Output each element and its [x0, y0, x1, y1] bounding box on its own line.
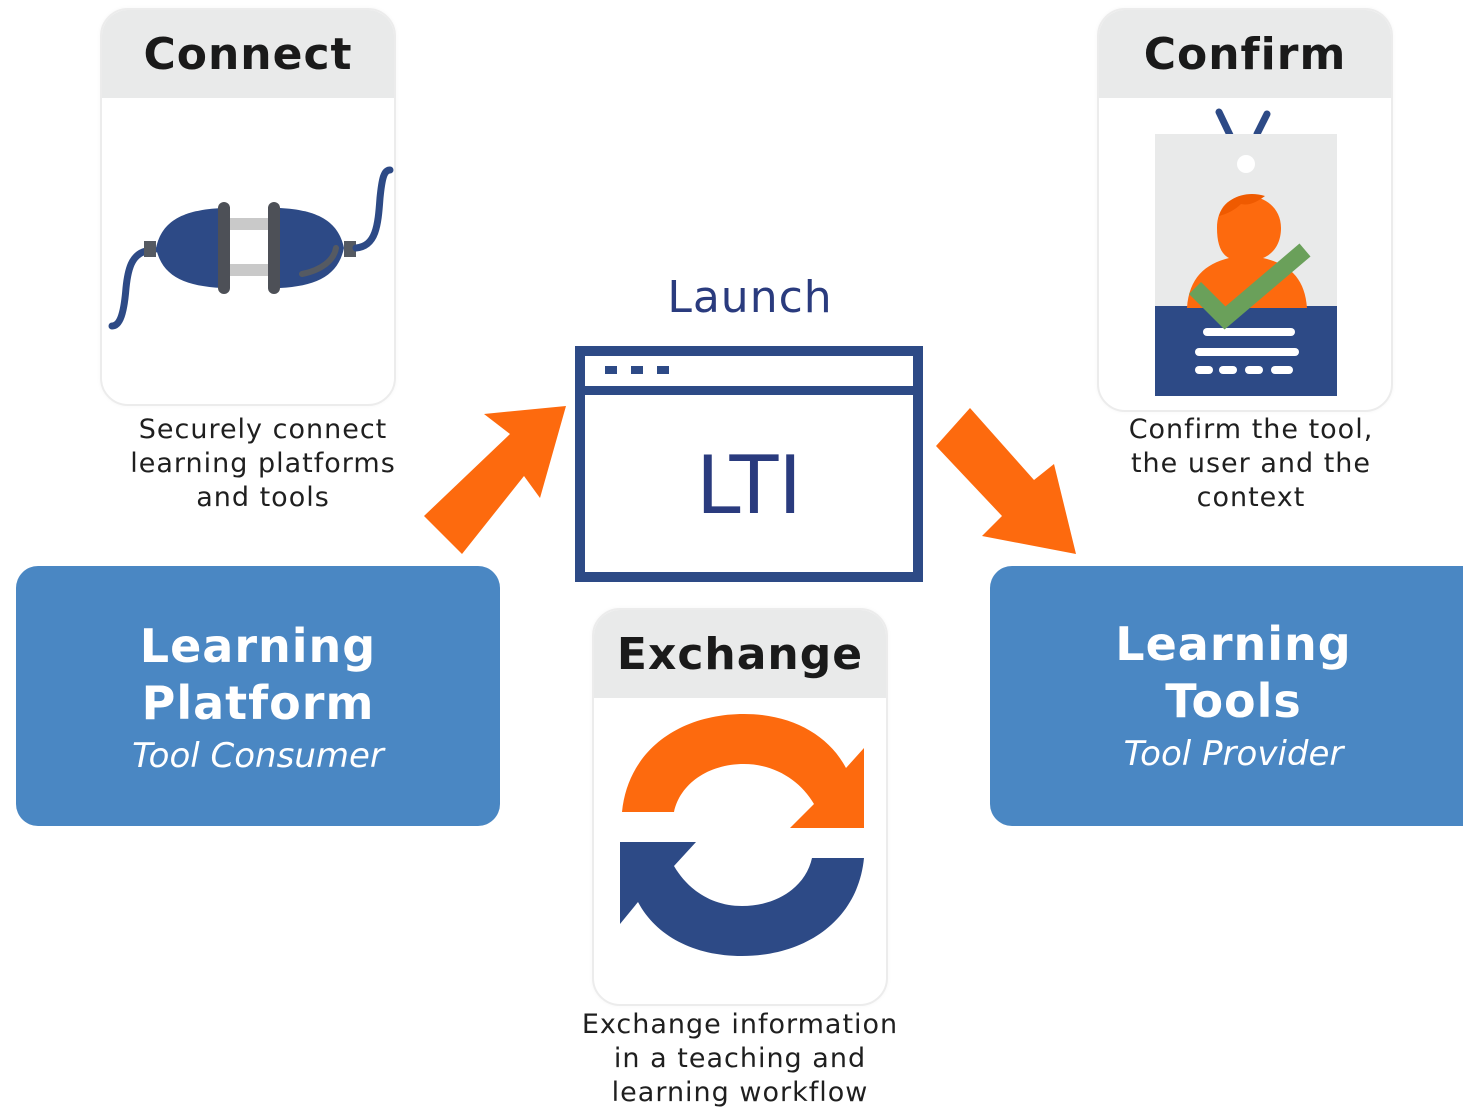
exchange-card-body [594, 698, 886, 1004]
confirm-caption-line-2: the user and the [1130, 448, 1372, 479]
confirm-card-body [1099, 98, 1391, 410]
learning-platform-title-line-2: Platform [141, 676, 375, 730]
confirm-caption: Confirm the tool, the user and the conte… [1103, 413, 1399, 515]
confirm-title: Confirm [1099, 10, 1391, 98]
learning-tools-title-line-1: Learning [1115, 617, 1352, 671]
window-dot-icon [657, 366, 669, 374]
window-dot-icon [631, 366, 643, 374]
connect-caption-line-2: learning platforms [130, 448, 396, 479]
id-badge-check-icon [1155, 108, 1337, 396]
exchange-caption-line-2: in a teaching and [613, 1043, 867, 1074]
window-title-bar [585, 356, 913, 395]
confirm-caption-line-1: Confirm the tool, [1128, 414, 1374, 445]
connect-card-body [102, 98, 394, 404]
exchange-caption-line-1: Exchange information [581, 1009, 899, 1040]
exchange-card: Exchange [592, 608, 888, 1006]
confirm-card: Confirm [1097, 8, 1393, 412]
learning-tools-title-line-2: Tools [1165, 674, 1302, 728]
connect-title: Connect [102, 10, 394, 98]
browser-window-icon: LTI [575, 346, 923, 582]
learning-platform-subtitle: Tool Consumer [132, 736, 384, 776]
arrow-up-right-icon [424, 406, 566, 554]
lti-text: LTI [695, 439, 802, 532]
exchange-title: Exchange [594, 610, 886, 698]
sync-arrows-icon [620, 714, 864, 956]
connect-caption: Securely connect learning platforms and … [110, 413, 416, 515]
plug-icon [108, 166, 394, 330]
arrow-down-right-icon [936, 408, 1076, 554]
connect-card: Connect [100, 8, 396, 406]
exchange-caption-line-3: learning workflow [611, 1077, 869, 1108]
connect-caption-line-1: Securely connect [138, 414, 388, 445]
learning-platform-title-line-1: Learning [139, 619, 377, 673]
learning-tools-subtitle: Tool Provider [1123, 734, 1344, 774]
connect-caption-line-3: and tools [196, 482, 330, 513]
exchange-caption: Exchange information in a teaching and l… [565, 1008, 915, 1110]
window-dot-icon [605, 366, 617, 374]
learning-tools-box: Learning Tools Tool Provider [990, 566, 1463, 826]
launch-label: Launch [667, 272, 833, 323]
learning-platform-box: Learning Platform Tool Consumer [16, 566, 500, 826]
confirm-caption-line-3: context [1196, 482, 1306, 513]
